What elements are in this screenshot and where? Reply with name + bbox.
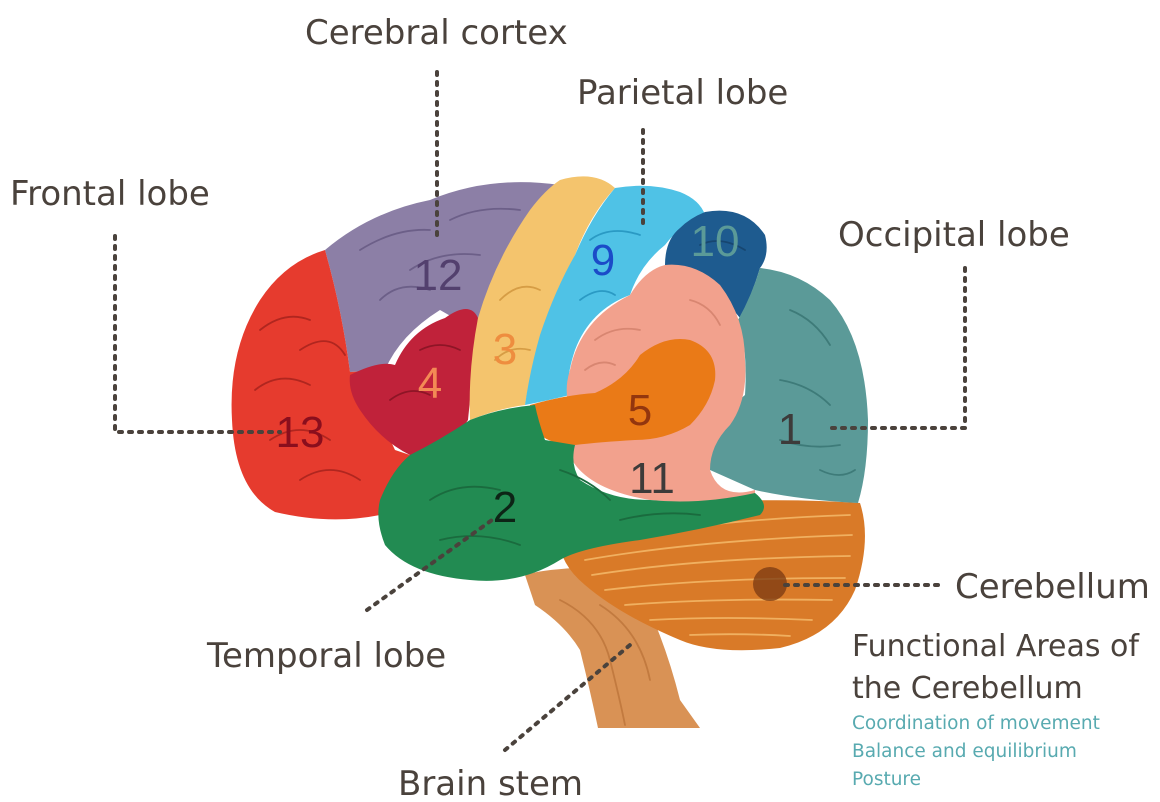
region-number-11: 11: [629, 454, 675, 503]
region-number-5: 5: [628, 386, 652, 435]
functional-areas-title-line2: the Cerebellum: [852, 671, 1083, 706]
region-number-4: 4: [418, 359, 442, 408]
label-cerebral-cortex: Cerebral cortex: [305, 13, 568, 53]
region-number-9: 9: [591, 236, 615, 285]
region-number-12: 12: [414, 251, 463, 300]
cerebellum-marker: [753, 567, 787, 601]
functional-area-item: Balance and equilibrium: [852, 741, 1077, 762]
label-frontal-lobe: Frontal lobe: [10, 174, 210, 214]
region-number-3: 3: [493, 325, 517, 374]
region-number-1: 1: [778, 405, 802, 454]
region-number-10: 10: [691, 217, 740, 266]
functional-area-item: Posture: [852, 769, 921, 790]
label-parietal-lobe: Parietal lobe: [577, 73, 788, 113]
region-number-2: 2: [493, 483, 517, 532]
label-occipital-lobe: Occipital lobe: [838, 215, 1070, 255]
functional-areas-title-line1: Functional Areas of: [852, 629, 1140, 664]
region-number-13: 13: [276, 408, 325, 457]
label-brain-stem: Brain stem: [398, 764, 583, 802]
functional-area-item: Coordination of movement: [852, 713, 1100, 734]
label-cerebellum: Cerebellum: [955, 567, 1150, 607]
functional-areas: Functional Areas of the Cerebellum Coord…: [852, 629, 1140, 790]
label-temporal-lobe: Temporal lobe: [206, 636, 446, 676]
